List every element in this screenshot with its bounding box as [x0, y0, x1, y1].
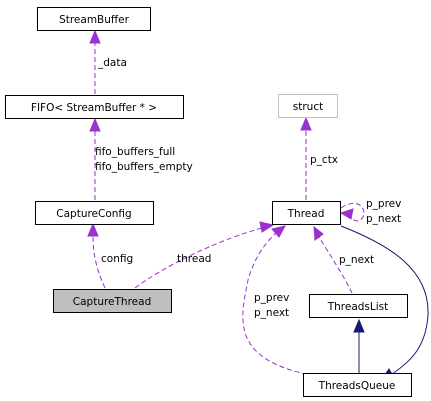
edge-label-list-next: p_next — [339, 254, 374, 266]
node-label-capture-config: CaptureConfig — [56, 208, 131, 220]
edge-fifo-buffers — [89, 117, 101, 200]
edge-label-queue-next: p_next — [254, 307, 289, 319]
edge-self-loop — [339, 202, 365, 222]
edge-list-next — [313, 225, 353, 294]
edge-p-ctx — [300, 116, 312, 200]
edge-label-p-ctx: p_ctx — [310, 154, 338, 166]
edge-thread — [134, 221, 275, 289]
edge-label-config: config — [101, 253, 133, 265]
node-capture-thread[interactable]: CaptureThread — [53, 289, 172, 313]
node-label-threads-list: ThreadsList — [327, 301, 389, 313]
edge-label-self-next: p_next — [366, 213, 401, 225]
node-threads-list[interactable]: ThreadsList — [309, 294, 408, 318]
node-label-struct: struct — [293, 101, 323, 113]
edge-label-data: _data — [97, 57, 127, 69]
node-capture-config[interactable]: CaptureConfig — [35, 201, 154, 225]
edge-label-thread: thread — [177, 253, 211, 265]
node-threads-queue[interactable]: ThreadsQueue — [303, 373, 412, 397]
edge-data — [89, 29, 101, 94]
edge-label-queue-prev: p_prev — [254, 292, 289, 304]
node-label-threads-queue: ThreadsQueue — [318, 380, 396, 392]
edge-label-self-prev: p_prev — [366, 198, 401, 210]
node-label-fifo: FIFO< StreamBuffer * > — [31, 102, 157, 114]
node-struct[interactable]: struct — [278, 94, 338, 118]
node-stream-buffer[interactable]: StreamBuffer — [37, 7, 151, 31]
node-thread[interactable]: Thread — [272, 201, 341, 225]
edge-label-fifo-full: fifo_buffers_full — [95, 146, 175, 158]
edge-inherit-list — [353, 318, 365, 376]
node-label-stream-buffer: StreamBuffer — [59, 14, 130, 26]
edge-label-fifo-empty: fifo_buffers_empty — [95, 161, 193, 173]
node-label-capture-thread: CaptureThread — [73, 296, 151, 308]
node-fifo[interactable]: FIFO< StreamBuffer * > — [5, 95, 184, 119]
edge-queue-prev-next — [242, 225, 316, 377]
node-label-thread: Thread — [287, 208, 325, 220]
edge-config — [87, 222, 106, 289]
